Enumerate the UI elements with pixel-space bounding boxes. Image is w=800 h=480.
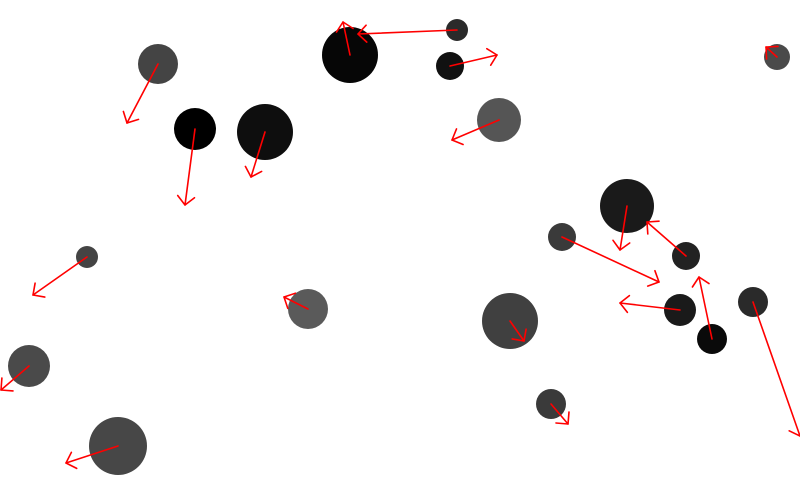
velocity-arrow-shaft xyxy=(126,63,159,124)
velocity-arrow-shaft xyxy=(250,131,266,178)
velocity-arrow-head xyxy=(612,239,631,251)
velocity-arrow-shaft xyxy=(509,320,525,342)
velocity-arrow xyxy=(509,320,527,342)
velocity-arrow xyxy=(122,63,159,124)
velocity-arrow-shaft xyxy=(184,128,196,206)
velocity-arrow-head xyxy=(691,276,710,288)
velocity-arrow-head xyxy=(451,128,464,146)
velocity-arrow xyxy=(550,403,570,425)
velocity-arrow-head xyxy=(619,294,631,314)
velocity-arrow xyxy=(357,24,458,43)
velocity-arrow-head xyxy=(555,411,570,425)
velocity-arrows-layer xyxy=(0,21,800,470)
velocity-arrow-shaft xyxy=(357,29,458,35)
velocity-arrow-head xyxy=(283,292,297,310)
balls-layer xyxy=(8,19,790,475)
velocity-arrow xyxy=(0,365,30,392)
velocity-arrow-shaft xyxy=(32,256,88,296)
velocity-arrow-shaft xyxy=(752,301,800,437)
velocity-arrow xyxy=(451,119,500,146)
velocity-arrow-shaft xyxy=(619,302,681,311)
velocity-arrow-head xyxy=(485,47,498,66)
velocity-arrow-head xyxy=(335,21,354,33)
velocity-arrow-head xyxy=(788,429,800,437)
velocity-arrow-shaft xyxy=(283,296,309,310)
velocity-arrow xyxy=(335,21,354,56)
velocity-arrow-shaft xyxy=(550,403,569,425)
velocity-arrow xyxy=(612,205,631,251)
velocity-arrow-head xyxy=(176,194,196,206)
velocity-arrow-head xyxy=(244,165,263,178)
velocity-arrow-shaft xyxy=(561,236,660,283)
velocity-arrow xyxy=(244,131,266,178)
velocity-arrow-shaft xyxy=(342,21,351,56)
velocity-arrow-head xyxy=(765,45,779,60)
velocity-arrow xyxy=(32,256,88,298)
velocity-arrow-shaft xyxy=(65,445,119,464)
velocity-arrow xyxy=(65,445,119,470)
velocity-arrow-head xyxy=(646,220,660,235)
velocity-arrow xyxy=(765,45,779,60)
velocity-arrow xyxy=(619,294,681,314)
velocity-arrow-head xyxy=(122,110,140,124)
velocity-arrow-shaft xyxy=(0,365,30,391)
velocity-arrow-shaft xyxy=(646,221,687,257)
velocity-arrow-head xyxy=(646,269,660,287)
velocity-arrow-shaft xyxy=(451,119,500,141)
velocity-arrow-head xyxy=(65,451,78,470)
velocity-arrow-shaft xyxy=(698,276,713,340)
velocity-arrow xyxy=(752,301,800,437)
velocity-arrow xyxy=(176,128,196,206)
velocity-arrow-head xyxy=(32,282,46,298)
velocity-arrow-head xyxy=(0,377,14,392)
velocity-arrow xyxy=(283,292,309,310)
velocity-arrow-head xyxy=(511,328,527,342)
velocity-arrow-head xyxy=(357,24,368,43)
velocity-arrow-shaft xyxy=(449,54,498,67)
velocity-arrow xyxy=(646,220,687,257)
velocity-arrow-shaft xyxy=(765,46,778,58)
velocity-arrow-shaft xyxy=(619,205,628,251)
velocity-arrow xyxy=(561,236,660,287)
velocity-arrow xyxy=(691,276,713,340)
velocity-arrow xyxy=(449,47,498,67)
